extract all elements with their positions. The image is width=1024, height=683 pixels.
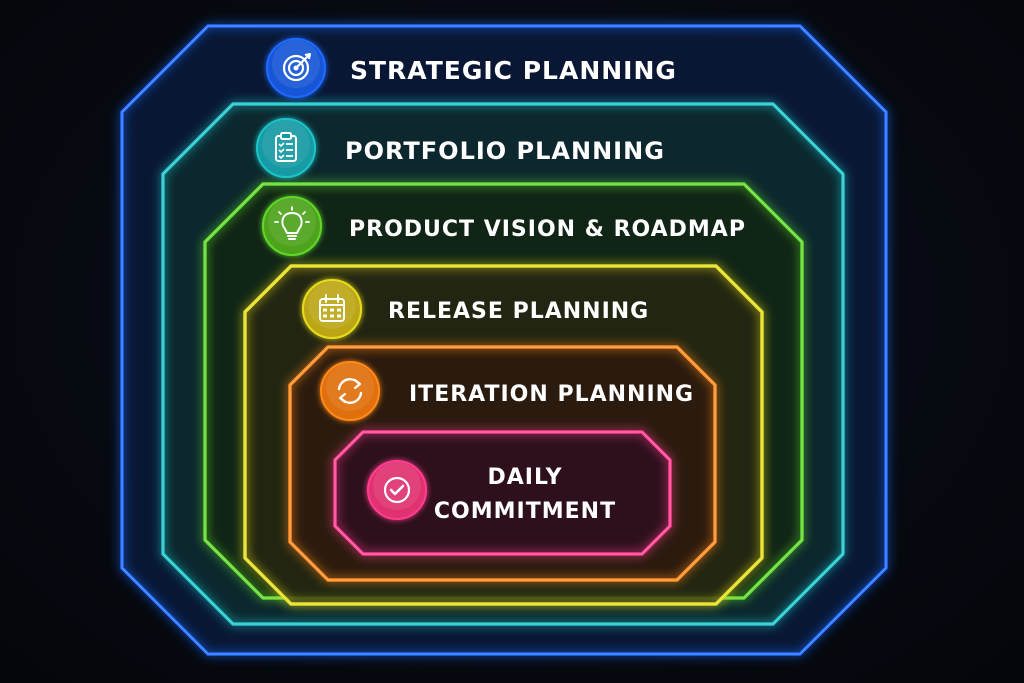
level-frames bbox=[120, 24, 888, 656]
level-label: STRATEGIC PLANNING bbox=[350, 56, 677, 85]
level-label: ITERATION PLANNING bbox=[409, 382, 694, 407]
level-frame bbox=[333, 430, 672, 556]
check-circle-icon bbox=[367, 460, 427, 520]
level-label: RELEASE PLANNING bbox=[388, 299, 649, 324]
refresh-cycle-icon bbox=[320, 361, 380, 421]
target-icon bbox=[266, 38, 326, 98]
level-labels: STRATEGIC PLANNING PORTFOLIO PLANNING PROD… bbox=[256, 38, 746, 524]
level-label: PRODUCT VISION & ROADMAP bbox=[349, 217, 746, 242]
level-label: PORTFOLIO PLANNING bbox=[345, 137, 665, 165]
lightbulb-icon bbox=[262, 196, 322, 256]
clipboard-checklist-icon bbox=[256, 118, 316, 178]
calendar-icon bbox=[302, 279, 362, 339]
